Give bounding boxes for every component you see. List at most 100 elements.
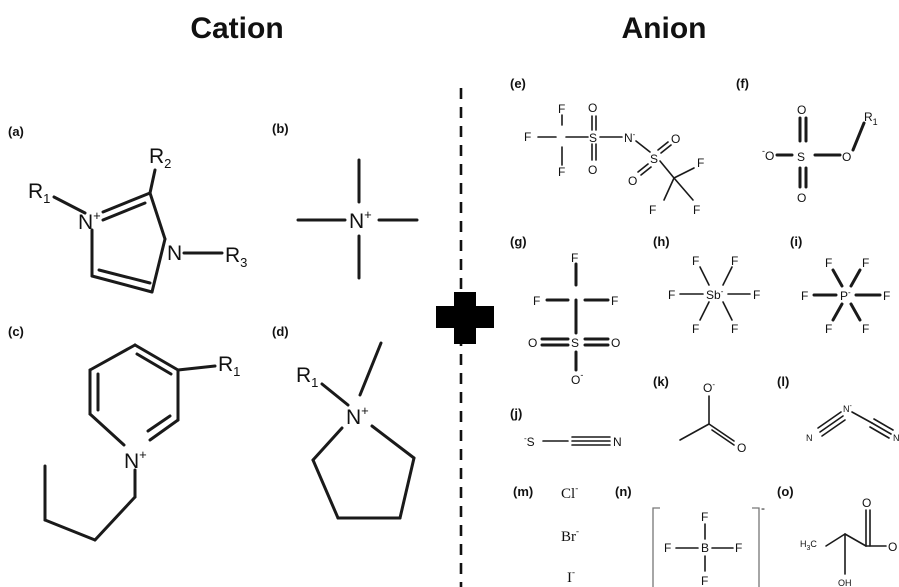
label-g: (g) bbox=[510, 234, 527, 249]
i-f-tl: F bbox=[825, 256, 832, 270]
structure-d-pyrrolidinium: (d) R1 N+ bbox=[272, 324, 416, 520]
a-n: N bbox=[167, 242, 182, 265]
g-f-top: F bbox=[571, 251, 578, 265]
i-f-bl: F bbox=[825, 322, 832, 336]
j-s-minus: -S bbox=[524, 434, 535, 449]
a-n-plus: N+ bbox=[78, 208, 101, 234]
c-n: N+ bbox=[124, 447, 147, 473]
c-r1: R1 bbox=[218, 353, 240, 379]
label-o: (o) bbox=[777, 484, 794, 499]
plus-icon bbox=[436, 292, 494, 344]
l-n-left: N bbox=[806, 433, 813, 443]
g-o-minus: O- bbox=[571, 370, 583, 387]
e-o3: O bbox=[671, 132, 680, 146]
structure-k-acetate: (k) O- O bbox=[653, 374, 746, 455]
n-f-top: F bbox=[701, 510, 708, 524]
structure-i-hexafluorophosphate: (i) F F F F F F P- bbox=[790, 234, 890, 336]
label-a: (a) bbox=[8, 124, 24, 139]
structure-f-alkylsulfate: (f) O -O S O O R1 bbox=[736, 76, 878, 205]
g-f-right: F bbox=[611, 294, 618, 308]
a-r1: R1 bbox=[28, 180, 50, 206]
h-f-tr: F bbox=[731, 254, 738, 268]
n-f-left: F bbox=[664, 541, 671, 555]
b-n: N+ bbox=[349, 207, 372, 233]
l-n-center: N- bbox=[843, 403, 853, 414]
label-k: (k) bbox=[653, 374, 669, 389]
i-f-right: F bbox=[883, 289, 890, 303]
e-f6: F bbox=[693, 203, 700, 217]
f-o-top: O bbox=[797, 103, 806, 117]
g-s: S bbox=[571, 336, 579, 350]
structure-m-halides: (m) Cl- Br- I- bbox=[513, 483, 579, 586]
label-b: (b) bbox=[272, 121, 289, 136]
structure-a-imidazolium: (a) R1 N+ R2 N R3 bbox=[8, 124, 247, 294]
a-r3: R3 bbox=[225, 244, 247, 270]
i-f-left: F bbox=[801, 289, 808, 303]
label-m: (m) bbox=[513, 484, 533, 499]
k-o-minus: O- bbox=[703, 380, 715, 395]
structure-l-dicyanamide: (l) N N- N bbox=[777, 374, 899, 443]
d-n: N+ bbox=[346, 403, 369, 429]
f-o-bottom: O bbox=[797, 191, 806, 205]
structure-n-tetrafluoroborate: (n) - F F B F F bbox=[615, 484, 765, 587]
label-i: (i) bbox=[790, 234, 802, 249]
e-f5: F bbox=[649, 203, 656, 217]
label-f: (f) bbox=[736, 76, 749, 91]
j-n: N bbox=[613, 435, 622, 449]
o-oh: OH bbox=[838, 578, 852, 587]
n-b: B bbox=[701, 541, 709, 555]
e-f2: F bbox=[558, 102, 565, 116]
e-o1: O bbox=[588, 101, 597, 115]
structure-c-pyridinium: (c) N+ R1 bbox=[8, 324, 240, 542]
cation-heading: Cation bbox=[190, 12, 283, 45]
o-h3c: H3C bbox=[800, 539, 817, 552]
label-d: (d) bbox=[272, 324, 289, 339]
m-br: Br- bbox=[561, 526, 579, 545]
h-f-tl: F bbox=[692, 254, 699, 268]
h-f-left: F bbox=[668, 288, 675, 302]
label-c: (c) bbox=[8, 324, 24, 339]
n-f-right: F bbox=[735, 541, 742, 555]
structure-e-tfsi: (e) F F F O S O N- O S O F F F bbox=[510, 76, 704, 217]
m-i: I- bbox=[567, 567, 575, 586]
label-l: (l) bbox=[777, 374, 789, 389]
d-r1: R1 bbox=[296, 364, 318, 390]
l-n-right: N bbox=[893, 433, 899, 443]
n-bracket-charge: - bbox=[761, 501, 765, 515]
e-o2: O bbox=[588, 163, 597, 177]
m-cl: Cl- bbox=[561, 483, 578, 502]
label-e: (e) bbox=[510, 76, 526, 91]
structure-g-triflate: (g) F F F O S O O- bbox=[510, 234, 620, 387]
e-f3: F bbox=[558, 165, 565, 179]
g-o-right: O bbox=[611, 336, 620, 350]
i-f-tr: F bbox=[862, 256, 869, 270]
label-n: (n) bbox=[615, 484, 632, 499]
structure-o-lactate: (o) H3C O O OH bbox=[777, 484, 897, 587]
e-s2: S bbox=[650, 152, 658, 166]
g-o-left: O bbox=[528, 336, 537, 350]
k-o: O bbox=[737, 441, 746, 455]
i-p: P- bbox=[840, 288, 851, 303]
g-f-left: F bbox=[533, 294, 540, 308]
i-f-br: F bbox=[862, 322, 869, 336]
f-s: S bbox=[797, 150, 805, 164]
h-f-bl: F bbox=[692, 322, 699, 336]
f-o-minus: -O bbox=[762, 146, 774, 163]
a-r2: R2 bbox=[149, 145, 171, 171]
e-f4: F bbox=[697, 156, 704, 170]
label-h: (h) bbox=[653, 234, 670, 249]
f-r1: R1 bbox=[864, 110, 878, 127]
n-f-bottom: F bbox=[701, 574, 708, 587]
h-sb: Sb- bbox=[706, 287, 724, 302]
anion-heading: Anion bbox=[622, 12, 707, 45]
e-o4: O bbox=[628, 174, 637, 188]
e-s1: S bbox=[589, 131, 597, 145]
f-o-right: O bbox=[842, 150, 851, 164]
label-j: (j) bbox=[510, 406, 522, 421]
e-n: N- bbox=[624, 130, 636, 145]
e-f1: F bbox=[524, 130, 531, 144]
h-f-br: F bbox=[731, 322, 738, 336]
o-o-right: O bbox=[888, 540, 897, 554]
